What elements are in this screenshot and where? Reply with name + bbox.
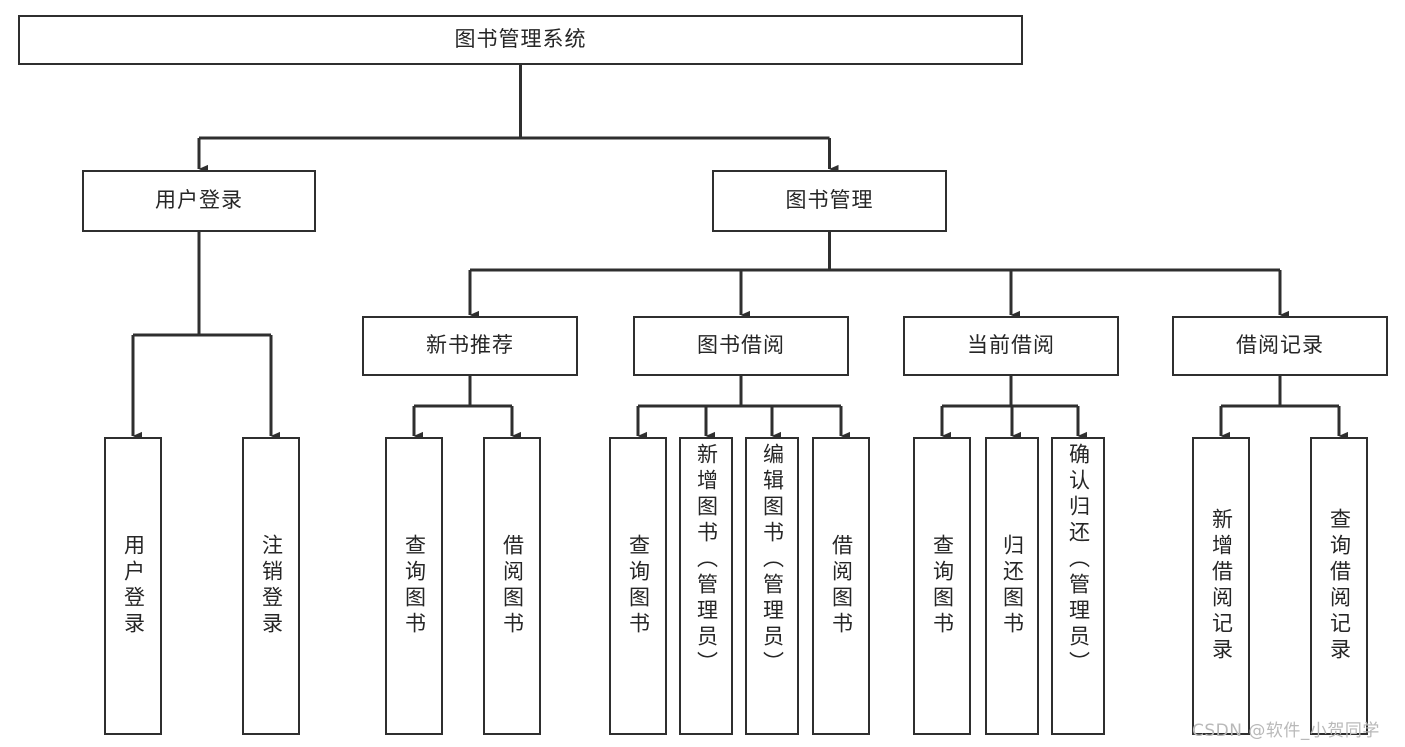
node-leaf-login-1: 用户登录 — [104, 437, 162, 735]
node-current: 当前借阅 — [903, 316, 1119, 376]
node-label: 编辑图书（管理员） — [760, 443, 785, 677]
node-label: 借阅图书 — [500, 534, 525, 638]
node-leaf-cur-2: 归还图书 — [985, 437, 1039, 735]
edge-group — [131, 65, 1348, 441]
node-label: 用户登录 — [155, 188, 243, 213]
node-label: 注销登录 — [259, 534, 284, 638]
node-label: 查询图书 — [930, 534, 955, 638]
node-leaf-bor-4: 借阅图书 — [812, 437, 870, 735]
node-label: 查询借阅记录 — [1327, 508, 1352, 664]
node-leaf-bor-2: 新增图书（管理员） — [679, 437, 733, 735]
node-label: 确认归还（管理员） — [1066, 443, 1091, 677]
node-label: 归还图书 — [1000, 534, 1025, 638]
node-label: 新增借阅记录 — [1209, 508, 1234, 664]
node-label: 图书管理系统 — [454, 27, 587, 52]
node-leaf-cur-1: 查询图书 — [913, 437, 971, 735]
node-label: 图书借阅 — [697, 333, 785, 358]
node-leaf-login-2: 注销登录 — [242, 437, 300, 735]
node-leaf-cur-3: 确认归还（管理员） — [1051, 437, 1105, 735]
node-label: 查询图书 — [626, 534, 651, 638]
node-label: 当前借阅 — [967, 333, 1055, 358]
node-leaf-rec-1: 新增借阅记录 — [1192, 437, 1250, 735]
node-leaf-rec-2: 查询借阅记录 — [1310, 437, 1368, 735]
node-label: 新增图书（管理员） — [694, 443, 719, 677]
node-leaf-bor-3: 编辑图书（管理员） — [745, 437, 799, 735]
node-record: 借阅记录 — [1172, 316, 1388, 376]
node-label: 新书推荐 — [426, 333, 514, 358]
node-leaf-new-2: 借阅图书 — [483, 437, 541, 735]
node-label: 图书管理 — [785, 188, 874, 213]
node-label: 查询图书 — [402, 534, 427, 638]
node-label: 借阅记录 — [1236, 333, 1324, 358]
node-borrow: 图书借阅 — [633, 316, 849, 376]
csdn-watermark: CSDN @软件_小贺同学 — [1192, 721, 1380, 741]
node-label: 借阅图书 — [829, 534, 854, 638]
node-leaf-new-1: 查询图书 — [385, 437, 443, 735]
node-root: 图书管理系统 — [18, 15, 1023, 65]
node-leaf-bor-1: 查询图书 — [609, 437, 667, 735]
node-newbook: 新书推荐 — [362, 316, 578, 376]
node-label: 用户登录 — [121, 534, 146, 638]
node-bookmgr: 图书管理 — [712, 170, 947, 232]
node-login: 用户登录 — [82, 170, 316, 232]
